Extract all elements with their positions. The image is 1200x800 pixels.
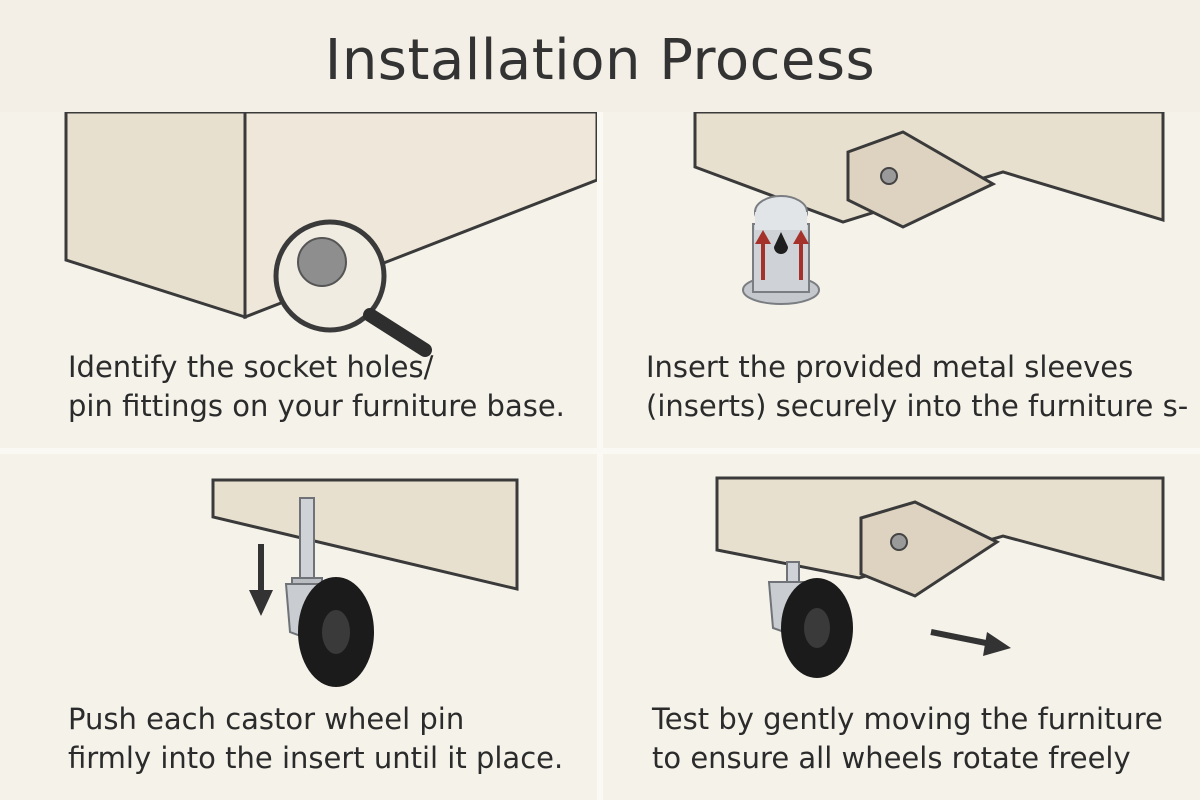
step-3-line-2: firmly into the insert until it place. xyxy=(68,741,564,775)
down-arrow-icon xyxy=(249,544,273,616)
step-panel-3 xyxy=(0,454,597,800)
step-3-caption: Push each castor wheel pin firmly into t… xyxy=(68,700,563,778)
step-3-line-1: Push each castor wheel pin xyxy=(68,702,465,736)
castor-wheel-icon xyxy=(767,561,853,678)
step-2-line-1: Insert the provided metal sleeves xyxy=(646,350,1134,384)
step-1-line-1: Identify the socket holes/ xyxy=(68,350,434,384)
step-2-caption: Insert the provided metal sleeves (inser… xyxy=(646,348,1188,426)
metal-sleeve-icon xyxy=(742,195,820,305)
magnifier-icon xyxy=(273,219,432,357)
castor-wheel-icon xyxy=(284,497,374,687)
step-panel-2 xyxy=(603,112,1200,448)
furniture-illustration xyxy=(715,476,1165,678)
right-arrow-icon xyxy=(930,629,1011,656)
vertical-divider xyxy=(597,112,603,800)
step-panel-4 xyxy=(603,454,1200,800)
horizontal-divider xyxy=(0,448,1200,454)
step-1-caption: Identify the socket holes/ pin fittings … xyxy=(68,348,565,426)
furniture-illustration xyxy=(64,112,597,357)
step-4-line-1: Test by gently moving the furniture xyxy=(652,702,1163,736)
step-2-line-2: (inserts) securely into the furniture s- xyxy=(646,389,1189,423)
page-title: Installation Process xyxy=(324,28,876,93)
furniture-illustration xyxy=(693,112,1165,305)
step-4-line-2: to ensure all wheels rotate freely xyxy=(652,741,1131,775)
furniture-illustration xyxy=(211,478,519,687)
step-panel-1 xyxy=(0,112,597,448)
step-4-caption: Test by gently moving the furniture to e… xyxy=(652,700,1163,778)
step-1-line-2: pin fittings on your furniture base. xyxy=(68,389,565,423)
